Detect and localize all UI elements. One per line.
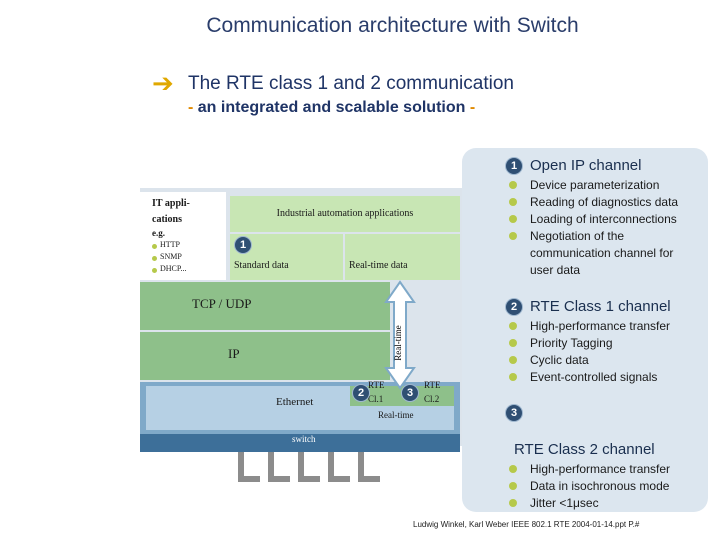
open-ip-item: Negotiation of the — [530, 229, 625, 243]
realtime-data-label: Real-time data — [349, 260, 408, 271]
rte-c1-line2: Cl.1 — [368, 394, 384, 404]
open-ip-item: communication channel for — [530, 246, 674, 260]
bullet-icon — [509, 356, 517, 364]
it-apps-line1: IT appli- — [152, 198, 190, 209]
realtime-data-box: Real-time data — [345, 234, 460, 280]
badge-1-panel: 1 — [505, 157, 523, 175]
switch-port-icon — [268, 476, 290, 482]
switch-port-icon — [328, 452, 334, 480]
bullet-icon — [509, 215, 517, 223]
it-apps-line2: cations — [152, 214, 182, 225]
ip-label: IP — [228, 346, 240, 361]
standard-data-label: Standard data — [234, 260, 289, 271]
bullet-icon — [509, 181, 517, 189]
tagline-text: an integrated and scalable solution — [193, 99, 470, 116]
open-ip-item: Reading of diagnostics data — [530, 195, 679, 209]
it-apps-line3: e.g. — [152, 228, 165, 238]
it-bullet-icon — [152, 268, 157, 273]
rte-c2-line1: RTE — [424, 380, 441, 390]
tcp-udp-label: TCP / UDP — [192, 296, 252, 311]
rte1-heading: RTE Class 1 channel — [530, 298, 671, 315]
industrial-automation-box: Industrial automation applications — [230, 196, 460, 232]
channel-panel — [462, 148, 708, 512]
rte2-item: High-performance transfer — [530, 462, 671, 476]
rte2-item: Data in isochronous mode — [530, 479, 670, 493]
badge-2-diagram: 2 — [352, 384, 370, 402]
slide-tagline: - an integrated and scalable solution - — [188, 99, 475, 117]
rte1-item: Cyclic data — [530, 353, 589, 367]
tcp-udp-layer: TCP / UDP — [140, 282, 390, 330]
rte-c1-line1: RTE — [368, 380, 385, 390]
it-bullet-icon — [152, 244, 157, 249]
bullet-icon — [509, 198, 517, 206]
rte2-heading: RTE Class 2 channel — [514, 441, 655, 458]
slide-footer: Ludwig Winkel, Karl Weber IEEE 802.1 RTE… — [413, 520, 640, 529]
rte1-item: Event-controlled signals — [530, 370, 658, 384]
switch-port-icon — [298, 476, 320, 482]
realtime-vertical-label: Real-time — [393, 325, 403, 361]
bullet-icon — [509, 482, 517, 490]
realtime-bottom-label: Real-time — [378, 410, 414, 420]
rte1-item: High-performance transfer — [530, 319, 671, 333]
bullet-icon — [509, 465, 517, 473]
switch-port-icon — [268, 452, 274, 480]
tagline-dash-right: - — [469, 99, 476, 116]
realtime-double-arrow-icon — [384, 280, 416, 390]
open-ip-item: Loading of interconnections — [530, 212, 677, 226]
open-ip-heading: Open IP channel — [530, 157, 642, 174]
bullet-icon — [509, 339, 517, 347]
slide-subtitle: The RTE class 1 and 2 communication — [188, 73, 514, 94]
badge-3-panel: 3 — [505, 404, 523, 422]
bullet-icon — [509, 322, 517, 330]
rte-c2-line2: Cl.2 — [424, 394, 440, 404]
it-apps-item: HTTP — [160, 240, 180, 249]
rte2-item: Jitter <1μsec — [530, 496, 599, 510]
page-title: Communication architecture with Switch — [206, 14, 579, 37]
switch-port-icon — [358, 452, 364, 480]
badge-3-diagram: 3 — [401, 384, 419, 402]
switch-port-icon — [238, 452, 244, 480]
badge-1-diagram: 1 — [234, 236, 252, 254]
switch-port-icon — [358, 476, 380, 482]
switch-bar: switch — [140, 434, 460, 452]
ip-layer: IP — [140, 332, 390, 380]
switch-label: switch — [292, 434, 316, 444]
open-ip-item: Device parameterization — [530, 178, 660, 192]
bullet-icon — [509, 373, 517, 381]
switch-port-icon — [298, 452, 304, 480]
it-applications-box: IT appli- cations e.g. HTTP SNMP DHCP... — [140, 192, 226, 280]
tagline-dash-left: - — [188, 99, 194, 116]
ethernet-label: Ethernet — [276, 396, 314, 408]
it-apps-item: SNMP — [160, 252, 182, 261]
badge-2-panel: 2 — [505, 298, 523, 316]
bullet-icon — [509, 499, 517, 507]
switch-port-icon — [238, 476, 260, 482]
it-apps-item: DHCP... — [160, 264, 187, 273]
bullet-icon — [509, 232, 517, 240]
open-ip-item: user data — [530, 263, 581, 277]
it-bullet-icon — [152, 256, 157, 261]
industrial-apps-label: Industrial automation applications — [276, 208, 414, 219]
arrow-right-icon: ➔ — [152, 68, 174, 98]
switch-port-icon — [328, 476, 350, 482]
rte1-item: Priority Tagging — [530, 336, 613, 350]
